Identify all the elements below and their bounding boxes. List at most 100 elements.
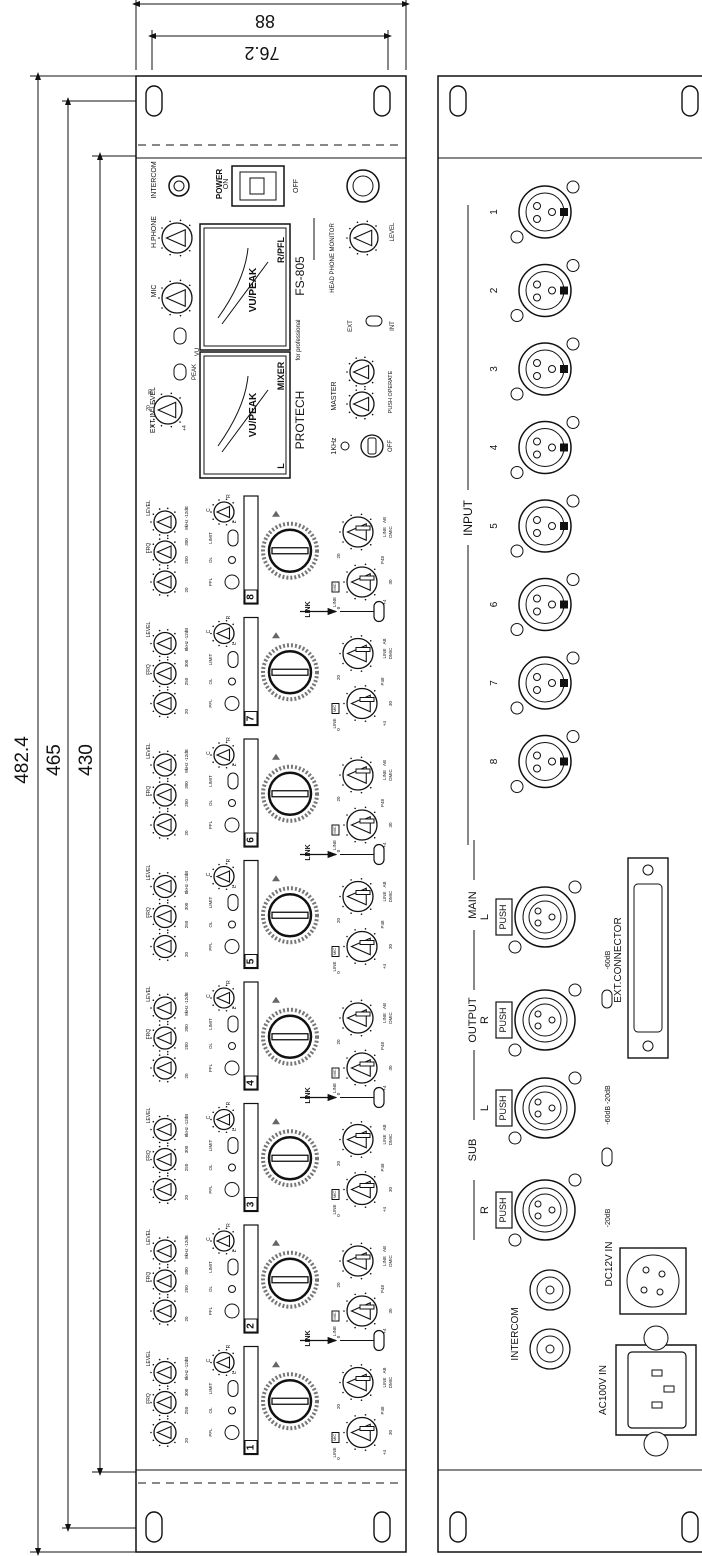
mic-level-knob[interactable] bbox=[158, 279, 193, 317]
pfl-button[interactable] bbox=[224, 817, 240, 833]
pfl-button[interactable] bbox=[224, 696, 240, 711]
channel-fader-knob[interactable] bbox=[261, 1239, 319, 1309]
xlr-input-4[interactable] bbox=[510, 416, 580, 479]
eq-frequency-knob[interactable] bbox=[150, 1357, 177, 1388]
pfl-button[interactable] bbox=[224, 939, 240, 954]
eq-filter-knob[interactable] bbox=[150, 1417, 177, 1448]
master-left-knob[interactable] bbox=[346, 388, 375, 420]
eq-filter-knob[interactable] bbox=[150, 1053, 177, 1083]
channel-fader-knob[interactable] bbox=[261, 632, 319, 702]
eq-filter-knob[interactable] bbox=[150, 1296, 177, 1326]
eq-frequency-knob[interactable] bbox=[150, 1236, 177, 1266]
eq-frequency-knob[interactable] bbox=[150, 750, 177, 780]
eq-filter-knob[interactable] bbox=[150, 1174, 177, 1205]
intercom-connector-a[interactable] bbox=[529, 1269, 571, 1311]
pan-right-label: R bbox=[226, 1344, 232, 1348]
dim-overall-width: 482.4 bbox=[12, 736, 33, 784]
master-right-knob[interactable] bbox=[346, 356, 375, 388]
eq-level-knob[interactable] bbox=[150, 1144, 177, 1175]
power-switch[interactable] bbox=[231, 165, 285, 207]
eq-level-knob[interactable] bbox=[150, 1387, 177, 1418]
xlr-input-6[interactable] bbox=[510, 573, 580, 636]
dc-in-connector[interactable] bbox=[619, 1247, 687, 1315]
channel-fader-knob[interactable] bbox=[261, 1118, 319, 1188]
limit-switch[interactable] bbox=[227, 529, 239, 547]
pan-knob[interactable] bbox=[210, 984, 235, 1012]
eq-level-knob[interactable] bbox=[150, 901, 177, 932]
eq-filter-knob[interactable] bbox=[150, 688, 177, 719]
ext-connector[interactable] bbox=[627, 857, 669, 1059]
pan-knob[interactable] bbox=[210, 498, 235, 526]
xlr-output-main-out-l[interactable]: PUSH bbox=[495, 880, 582, 954]
pan-knob[interactable] bbox=[210, 1348, 235, 1377]
limit-switch[interactable] bbox=[227, 772, 239, 790]
eq-level-knob[interactable] bbox=[150, 780, 177, 810]
pfl-button[interactable] bbox=[224, 1182, 240, 1197]
limit-label: LIMIT bbox=[208, 1140, 213, 1152]
eq-filter-knob[interactable] bbox=[150, 931, 177, 962]
xlr-input-3[interactable] bbox=[510, 337, 580, 401]
mode-knob[interactable] bbox=[339, 999, 374, 1037]
eq-frequency-knob[interactable] bbox=[150, 871, 177, 902]
eq-level-knob[interactable] bbox=[150, 658, 177, 689]
mode-knob[interactable] bbox=[339, 1364, 374, 1401]
pfl-button[interactable] bbox=[224, 1060, 240, 1076]
channel-fader-knob[interactable] bbox=[261, 510, 319, 580]
gain-knob[interactable] bbox=[343, 563, 378, 601]
ext-int-switch[interactable] bbox=[365, 315, 383, 327]
pfl-button[interactable] bbox=[224, 1303, 240, 1319]
eq-level-knob[interactable] bbox=[150, 1023, 177, 1053]
ext-in-level-knob[interactable] bbox=[150, 392, 183, 428]
limit-switch[interactable] bbox=[227, 1380, 239, 1397]
xlr-output-sub-out-l[interactable]: PUSH bbox=[495, 1071, 582, 1145]
pfl-button[interactable] bbox=[224, 1425, 240, 1440]
xlr-input-8[interactable] bbox=[510, 730, 580, 793]
meter-mode-switch[interactable] bbox=[173, 363, 187, 381]
channel-fader-knob[interactable] bbox=[261, 875, 319, 945]
xlr-input-7[interactable] bbox=[510, 651, 580, 715]
channel-fader-knob[interactable] bbox=[261, 996, 319, 1066]
eq-filter-knob[interactable] bbox=[150, 567, 177, 597]
ac-in-connector[interactable] bbox=[615, 1325, 697, 1457]
eq-level-knob[interactable] bbox=[150, 537, 177, 567]
sub-level-switch[interactable] bbox=[601, 1147, 613, 1167]
channel-fader-knob[interactable] bbox=[261, 1361, 319, 1431]
tone-switch[interactable] bbox=[360, 434, 384, 458]
eq-frequency-knob[interactable] bbox=[150, 1114, 177, 1145]
limit-switch[interactable] bbox=[227, 1137, 239, 1154]
hphone-level-knob[interactable] bbox=[158, 219, 193, 257]
channel-number: 3 bbox=[246, 1201, 257, 1207]
xlr-output-main-out-r[interactable]: PUSH bbox=[495, 983, 582, 1057]
headphone-monitor-level-knob[interactable] bbox=[346, 220, 379, 256]
limit-switch[interactable] bbox=[227, 1258, 239, 1276]
pan-knob[interactable] bbox=[210, 741, 235, 769]
xlr-output-sub-out-r[interactable]: PUSH bbox=[495, 1173, 582, 1247]
limit-switch[interactable] bbox=[227, 894, 239, 911]
eq-frequency-knob[interactable] bbox=[150, 507, 177, 537]
eq-filter-knob[interactable] bbox=[150, 810, 177, 840]
eq-mark: 300 bbox=[184, 1388, 189, 1396]
limit-switch[interactable] bbox=[227, 651, 239, 668]
intercom-connector-b[interactable] bbox=[529, 1328, 571, 1370]
pan-knob[interactable] bbox=[210, 862, 235, 891]
mode-knob[interactable] bbox=[339, 756, 374, 794]
eq-level-knob[interactable] bbox=[150, 1266, 177, 1296]
channel-fader-knob[interactable] bbox=[261, 753, 319, 823]
xlr-input-1[interactable] bbox=[510, 180, 580, 244]
xlr-input-5[interactable] bbox=[510, 494, 580, 558]
mode-knob[interactable] bbox=[339, 1242, 374, 1280]
xlr-input-2[interactable] bbox=[510, 259, 580, 322]
limit-switch[interactable] bbox=[227, 1015, 239, 1033]
gain-knob[interactable] bbox=[343, 1171, 378, 1208]
pfl-button[interactable] bbox=[224, 574, 240, 590]
pan-knob[interactable] bbox=[210, 619, 235, 648]
main-level-switch[interactable] bbox=[601, 989, 613, 1009]
pan-knob[interactable] bbox=[210, 1227, 235, 1255]
gain-knob[interactable] bbox=[343, 1292, 378, 1330]
eq-frequency-knob[interactable] bbox=[150, 628, 177, 659]
pan-knob[interactable] bbox=[210, 1105, 235, 1134]
eq-frequency-knob[interactable] bbox=[150, 993, 177, 1023]
headphone-jack[interactable] bbox=[346, 169, 380, 203]
meter-mode-switch[interactable] bbox=[173, 327, 187, 345]
intercom-jack[interactable] bbox=[168, 175, 190, 197]
